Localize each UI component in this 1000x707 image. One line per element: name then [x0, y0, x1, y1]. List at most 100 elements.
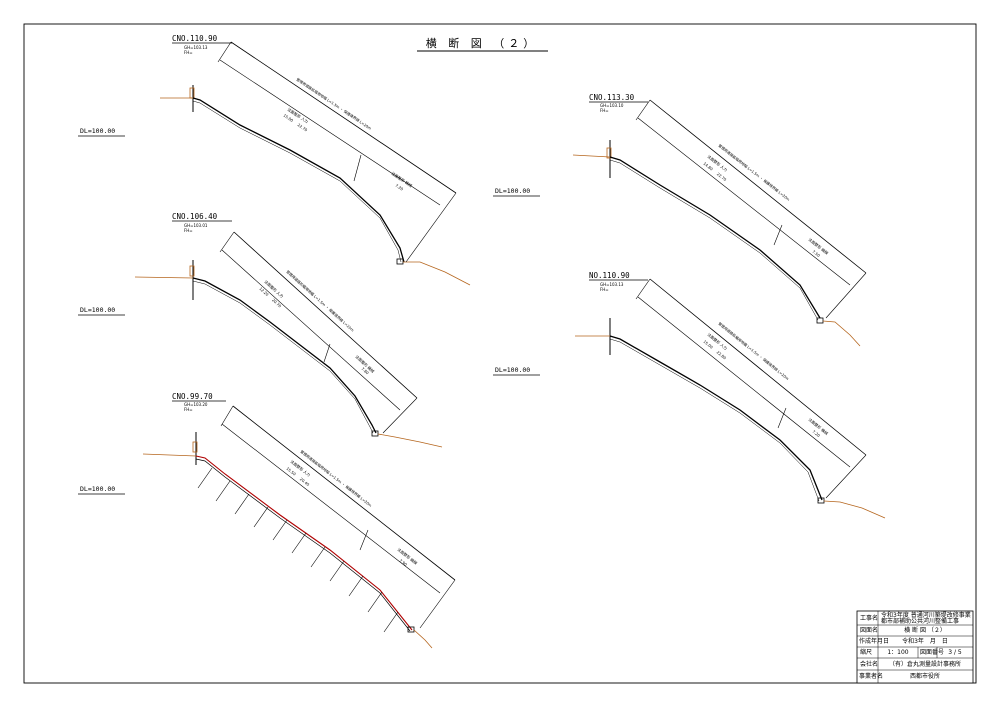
tb-scale-value: 1：100: [887, 649, 908, 656]
section-no-110-90: NO.110.90 GH=103.13 FH= DL=100.00 管理用道路拡…: [493, 271, 886, 519]
section-cno-110-90: CNO.110.90 GH=103.13 FH= DL=100.00 管理用道路…: [78, 34, 471, 286]
dim-tick-mid: [353, 154, 362, 182]
dim-ext-left: [635, 99, 651, 121]
slope-profile: [195, 458, 411, 632]
tb-client-label: 事業者名: [859, 672, 883, 680]
dim-tick-mid: [359, 529, 369, 551]
datum-level: DL=100.00: [495, 187, 530, 195]
ground-line-left: [142, 453, 197, 457]
dim-line-upper: [649, 99, 867, 274]
sheet-border: [23, 23, 977, 684]
slope-profile: [609, 156, 821, 319]
dim-label-upper: 管理用道路拡幅用地幅 L=1.5m ・ 保護境界線 L=20m: [717, 143, 791, 202]
tb-sheet-value: 3 / 5: [948, 649, 962, 656]
tb-company-label: 会社名: [860, 660, 878, 668]
drawing-title: 横 断 図 （２）: [426, 36, 539, 50]
dim-line-upper: [230, 41, 457, 194]
slope-profile-red: [195, 455, 413, 631]
dim-ext-right: [405, 192, 457, 263]
dim-line-lower: [219, 59, 441, 206]
section-fh: FH=: [184, 407, 193, 412]
ground-line-right: [822, 320, 861, 347]
dim-line-upper: [649, 278, 867, 456]
center-post-marker: [189, 265, 195, 277]
section-cno-99-70: CNO.99.70 GH=103.20 FH= DL=100.00: [78, 392, 456, 649]
dim-ext-right: [419, 579, 456, 629]
slope-hatching: [197, 467, 399, 633]
section-fh: FH=: [184, 228, 193, 233]
section-cno-113-30: CNO.113.30 GH=103.10 FH= DL=100.00 管理用道路…: [493, 93, 867, 347]
dim-ext-left: [217, 41, 232, 63]
dim-tick-mid: [777, 407, 787, 429]
toe-block: [816, 317, 824, 324]
tb-project-line-2: 都市部補助公共河川整備工事: [881, 617, 959, 625]
tb-project-line-1: 令和3年度 普通河川築堤改修事業: [881, 611, 971, 619]
tb-drawing-label: 図面名: [860, 626, 878, 634]
dim-line-lower: [637, 117, 851, 286]
dim-label-upper: 管理用道路拡幅用地幅 L=1.5m ・ 保護境界線 L=20m: [285, 269, 355, 333]
drawing-title-group: 横 断 図 （２）: [417, 36, 548, 52]
datum-level: DL=100.00: [80, 485, 115, 493]
ground-line-right: [403, 261, 471, 286]
section-fh: FH=: [600, 108, 609, 113]
toe-block: [817, 497, 825, 504]
dim-ext-left: [220, 405, 234, 427]
dim-label-low-value: 7.20: [394, 183, 404, 192]
section-gh: GH=103.01: [184, 223, 208, 228]
tb-company-value: （有）倉丸測量設計事務所: [889, 660, 961, 668]
section-fh: FH=: [184, 50, 193, 55]
section-name: CNO.99.70: [172, 392, 213, 401]
dim-label-upper: 管理用道路拡幅用地幅 L=1.5m ・ 保護境界線 L=20m: [299, 449, 373, 508]
datum-level: DL=100.00: [80, 127, 115, 135]
dim-line-lower: [221, 249, 401, 411]
toe-block: [407, 626, 415, 633]
dim-ext-left: [219, 231, 235, 253]
slope-profile-inner: [192, 100, 402, 263]
slope-profile: [192, 277, 377, 434]
datum-level: DL=100.00: [80, 306, 115, 314]
section-gh: GH=103.20: [184, 402, 208, 407]
dim-tick-mid: [773, 224, 783, 246]
dim-label-upper: 管理用道路拡幅用地幅 L=1.5m ・ 保護境界線 L=20m: [717, 321, 790, 381]
dim-line-lower: [637, 296, 851, 468]
tb-drawing-value: 横 断 図 （２）: [904, 626, 946, 634]
toe-block: [371, 430, 379, 437]
tb-sheet-label: 図面番号: [920, 649, 944, 656]
section-fh: FH=: [600, 287, 609, 292]
tb-client-value: 西都市役所: [910, 672, 940, 680]
section-name: CNO.110.90: [172, 34, 218, 43]
slope-profile: [192, 97, 405, 263]
slope-profile-inner: [609, 338, 820, 502]
dim-tick-mid: [323, 343, 331, 363]
ground-line-left: [134, 276, 194, 279]
dim-label-low-value: 7.20: [811, 429, 821, 439]
title-block: 工事名 令和3年度 普通河川築堤改修事業 都市部補助公共河川整備工事 図面名 横…: [856, 610, 974, 684]
section-cno-106-40: CNO.106.40 GH=103.01 FH= DL=100.00 管理用道路…: [78, 212, 443, 448]
slope-profile-inner: [192, 280, 374, 434]
section-name: CNO.113.30: [589, 93, 635, 102]
datum-level: DL=100.00: [495, 366, 530, 374]
dim-ext-right: [825, 454, 867, 499]
dim-label-low-value: 7.90: [398, 558, 408, 568]
tb-project-label: 工事名: [860, 614, 878, 622]
tb-date-value: 令和3年 月 日: [902, 637, 948, 645]
tb-date-label: 作成年月日: [859, 637, 889, 645]
dim-ext-right: [382, 397, 418, 434]
dim-label-low-value: 7.50: [811, 249, 821, 259]
section-gh: GH=103.13: [184, 45, 208, 50]
dim-line-upper: [232, 405, 456, 581]
toe-block: [396, 258, 404, 265]
ground-line-right: [823, 500, 886, 519]
dim-line-lower: [221, 423, 441, 594]
section-name: CNO.106.40: [172, 212, 218, 221]
ground-line-right: [377, 433, 443, 448]
dim-label-low-value: 7.80: [360, 366, 370, 376]
section-gh: GH=103.13: [600, 282, 624, 287]
center-post-marker: [606, 147, 612, 159]
ground-line-right: [413, 629, 433, 649]
ground-line-left: [572, 154, 611, 158]
slope-profile-inner: [609, 159, 819, 321]
section-gh: GH=103.10: [600, 103, 624, 108]
dim-line-upper: [233, 231, 418, 399]
